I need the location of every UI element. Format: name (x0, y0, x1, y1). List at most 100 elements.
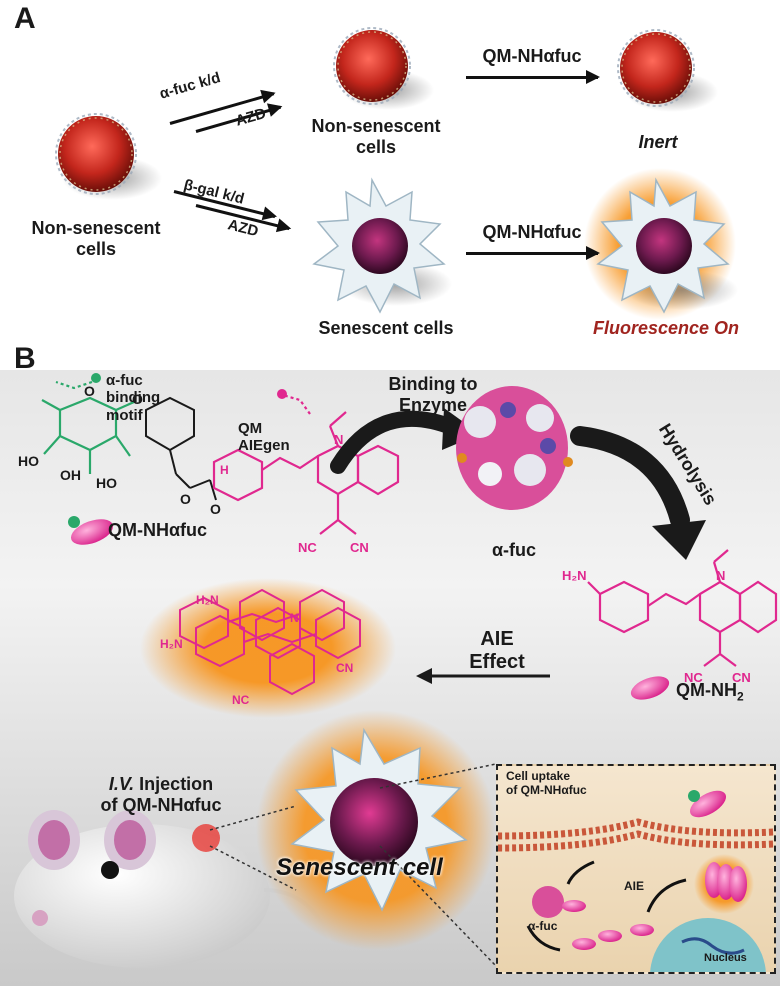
binding-arrow (330, 410, 462, 474)
senescent-cell-icon (312, 177, 452, 314)
fluorescent-cell-icon (584, 168, 738, 320)
injection-word: Injection (134, 774, 214, 794)
chem-o-carb2: O (210, 501, 221, 517)
chem-ho-2: HO (96, 475, 117, 491)
panel-a-letter: A (14, 2, 36, 35)
aie-aggregate (140, 578, 396, 718)
chem-nh: H (220, 463, 229, 477)
start-cell-label-line1: Non-senescent (31, 218, 161, 238)
chem-n-agg: N (290, 611, 299, 625)
inert-label: Inert (638, 132, 678, 152)
chem-n-product: N (716, 568, 725, 583)
inset-pill-1 (562, 900, 586, 912)
non-senescent-cell-icon (333, 27, 434, 110)
chem-cn-agg: CN (336, 661, 353, 675)
inset-aie-arrow (646, 878, 687, 913)
chem-nc-1: NC (298, 540, 317, 555)
injection-label: I.V. Injection of QM-NHαfuc (86, 774, 236, 815)
aiegen-label: QM AIEgen (238, 420, 290, 455)
qm-nh2-pill-icon (630, 676, 670, 700)
start-cell-label-line2: cells (75, 238, 117, 259)
inset-uptake-line1: Cell uptake (506, 769, 571, 783)
chem-o-ring: O (84, 383, 95, 399)
alpha-fuc-label: α-fuc (491, 540, 537, 560)
inset-pill-3 (598, 930, 622, 942)
hydrolysis-arrow (570, 426, 690, 530)
chem-oh: OH (60, 467, 81, 483)
injection-line1: I.V. Injection (86, 774, 236, 795)
binding-to-enzyme-label: Binding to Enzyme (378, 374, 488, 415)
linker-benzene (145, 396, 217, 501)
non-senescent-cells-label: Non-senescent cells (296, 116, 456, 157)
probe-bottom-label: QM-NHαfuc (482, 222, 582, 242)
panel-b-letter: B (14, 342, 36, 375)
nucleus-icon (650, 918, 766, 972)
inset-uptake-arrow (566, 860, 595, 885)
binding-motif-line1: α-fuc (106, 372, 143, 389)
aie-effect-label: AIE Effect (452, 628, 542, 674)
chem-h2n-product: H₂N (562, 568, 587, 583)
chem-o-link: O (132, 391, 143, 407)
alpha-fuc-enzyme-icon (456, 386, 573, 510)
probe-top-label: QM-NHαfuc (482, 46, 582, 66)
inset-uptake-label: Cell uptake of QM-NHαfuc (506, 769, 587, 798)
chem-nc-product: NC (684, 670, 703, 685)
chem-nc-agg: NC (232, 693, 250, 707)
membrane-inner (498, 830, 774, 852)
dna-icon (681, 937, 745, 955)
aiegen-line1: QM (238, 420, 263, 437)
aie-effect-line2: Effect (469, 651, 525, 673)
non-senescent-cells-label-line1: Non-senescent (311, 116, 441, 136)
hydrolysis-arrowhead (652, 520, 706, 560)
zoom-line-1 (379, 763, 497, 789)
cell-uptake-inset: Cell uptake of QM-NHαfuc AIE α-fuc Nucle… (496, 764, 776, 974)
senescent-cell-label: Senescent cell (276, 854, 443, 881)
inset-enzyme-icon (532, 886, 564, 918)
inset-probe-pill-icon (689, 790, 727, 818)
binding-to-enzyme-line1: Binding to (388, 374, 478, 394)
fucose-motif (41, 373, 135, 474)
qm-aiegen-structure (212, 389, 400, 535)
inset-uptake-line2: of QM-NHαfuc (506, 782, 587, 797)
inset-pill-2 (572, 938, 596, 950)
mouse-zoom-line-1 (209, 805, 297, 831)
inset-graphics (498, 790, 774, 972)
start-cell-label: Non-senescent cells (6, 218, 186, 259)
probe-pill-cap-icon (68, 516, 80, 528)
qm-nh2-label-subscript: 2 (737, 689, 744, 704)
aiegen-line2: AIEgen (238, 437, 290, 455)
probe-bottom-arrow (466, 246, 600, 260)
mouse-icon (14, 810, 332, 968)
inset-down-arrow (526, 925, 561, 952)
inset-aie-label: AIE (624, 879, 645, 893)
chem-h2n-agg-2: H₂N (160, 637, 183, 651)
start-cell (55, 113, 162, 200)
probe-top-arrow (466, 70, 600, 84)
senescent-cells-label: Senescent cells (318, 318, 454, 338)
fluorescence-on-label: Fluorescence On (592, 318, 740, 338)
inset-probe-cap-icon (688, 790, 700, 802)
chem-n: N (334, 432, 343, 447)
membrane-outer (498, 818, 774, 840)
binding-to-enzyme-line2: Enzyme (398, 394, 468, 415)
inset-nucleus-label: Nucleus (704, 952, 747, 964)
binding-motif-line2: binding (106, 389, 161, 407)
chem-cn-product: CN (732, 670, 751, 685)
inset-pill-4 (630, 924, 654, 936)
chem-ho-1: HO (18, 453, 39, 469)
injection-iv: I.V. (108, 774, 135, 794)
panel-a-cells (55, 27, 738, 320)
panel-b-graphics: HO HO OH O O O O H N NC CN (14, 373, 778, 968)
probe-pill-icon (70, 519, 114, 545)
injection-line2: of QM-NHαfuc (100, 794, 222, 815)
binding-motif-label: α-fuc binding motif (106, 372, 160, 424)
inset-pill-agg-3 (729, 866, 747, 902)
aie-effect-line1: AIE (480, 628, 514, 650)
inset-enzyme-label: α-fuc (528, 919, 558, 933)
inert-cell-icon (617, 29, 718, 112)
probe-label: QM-NHαfuc (108, 520, 208, 540)
zoom-line-2 (379, 845, 497, 967)
aie-arrowhead (416, 668, 432, 684)
chem-cn-1: CN (350, 540, 369, 555)
chem-h2n-agg-1: H₂N (196, 593, 219, 607)
